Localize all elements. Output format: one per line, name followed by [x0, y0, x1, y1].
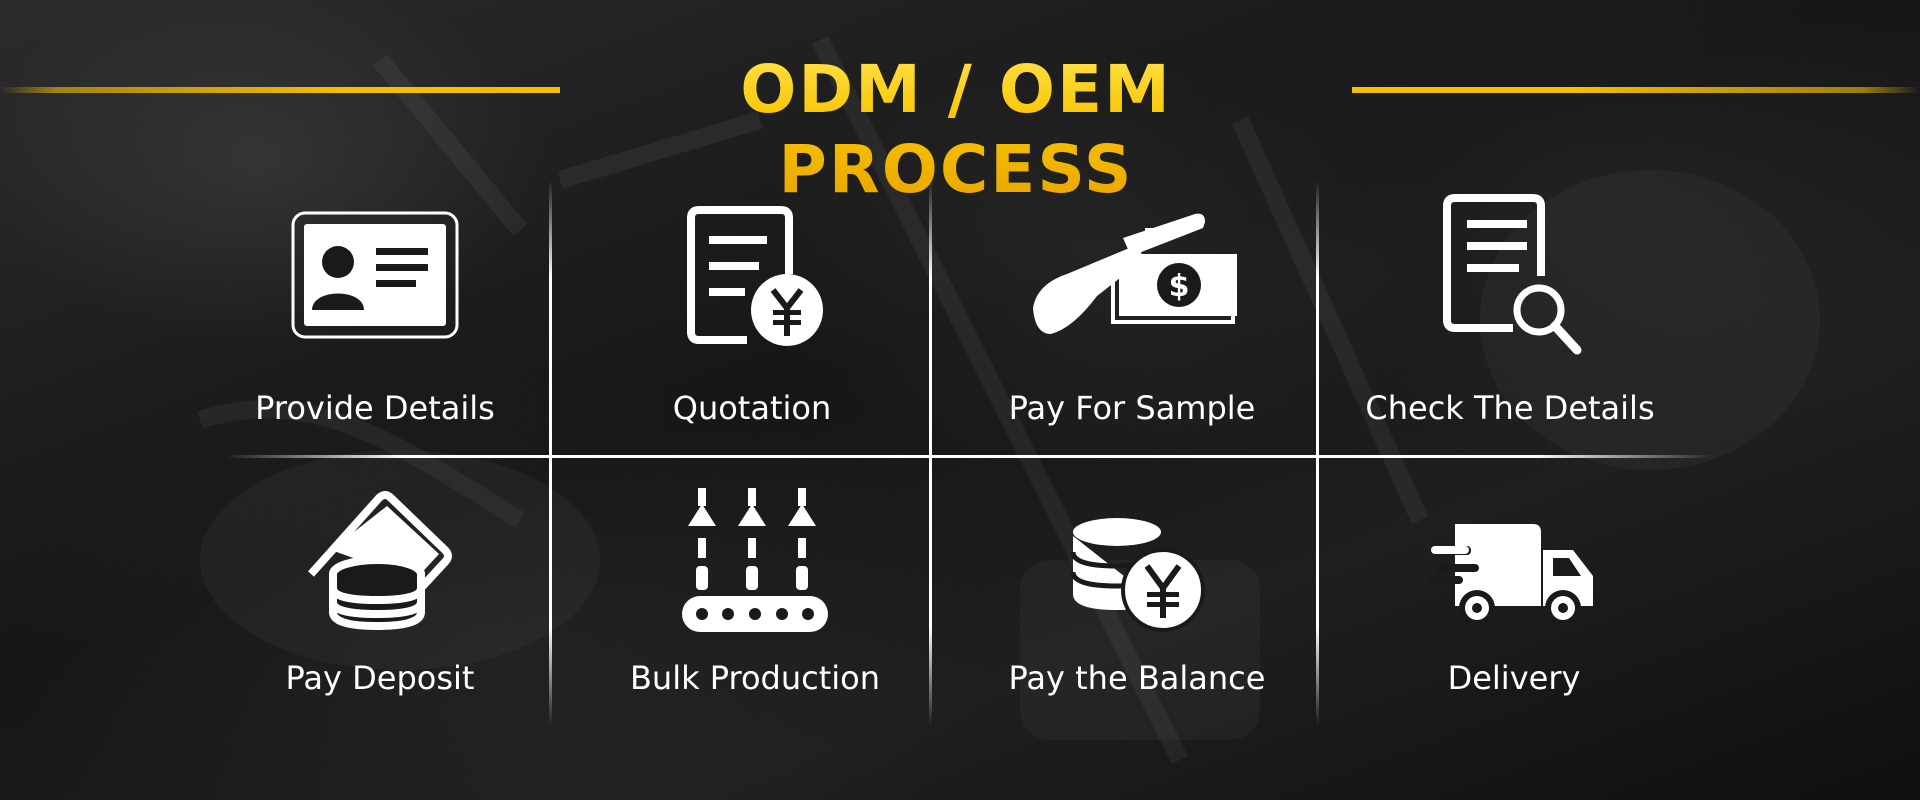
id-card-icon — [291, 211, 459, 339]
step-label: Pay For Sample — [1008, 389, 1256, 427]
assembly-line-icon — [682, 488, 828, 632]
document-magnifier-icon — [1443, 194, 1582, 355]
title-decor-line-left — [0, 87, 560, 93]
step-label: Provide Details — [255, 389, 495, 427]
yen-quotation-icon — [687, 206, 823, 346]
step-label: Pay the Balance — [1008, 659, 1266, 697]
step-label: Check The Details — [1365, 389, 1655, 427]
coins-yen-icon — [1070, 518, 1205, 632]
title-bar: ODM / OEM PROCESS — [0, 0, 1920, 208]
svg-text:$: $ — [1169, 269, 1190, 304]
coins-cards-icon — [308, 491, 452, 631]
page-title: ODM / OEM PROCESS — [560, 50, 1352, 210]
grid-divider-vertical-1 — [549, 180, 552, 725]
title-decor-line-right — [1352, 87, 1920, 93]
step-label: Delivery — [1447, 659, 1581, 697]
grid-divider-vertical-3 — [1316, 180, 1319, 725]
step-label: Pay Deposit — [285, 659, 475, 697]
grid-divider-horizontal — [225, 455, 1715, 458]
step-label: Quotation — [672, 389, 832, 427]
grid-divider-vertical-2 — [929, 180, 932, 725]
rifle-scope-cash-icon: $ — [1033, 213, 1237, 334]
delivery-truck-icon — [1429, 524, 1593, 626]
step-label: Bulk Production — [629, 659, 881, 697]
